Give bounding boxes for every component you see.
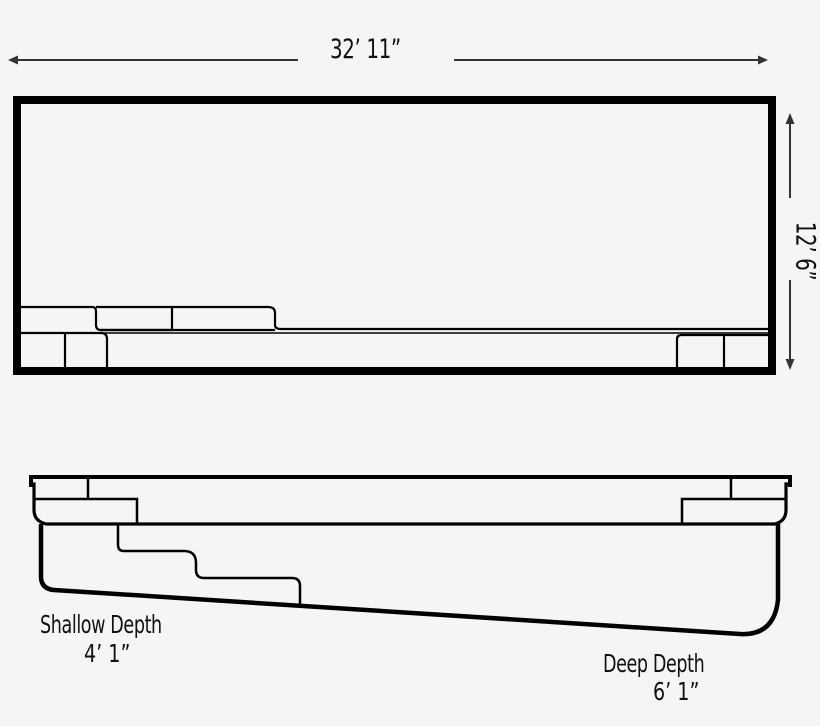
- plan-outline: [13, 96, 776, 375]
- plan-upper-step: [21, 305, 768, 332]
- pool-width-label: 32’ 11”: [330, 34, 401, 65]
- section-coping: [29, 475, 792, 487]
- deep-depth-value: 6’ 1”: [653, 677, 700, 706]
- section-pool-body: [38, 524, 781, 637]
- pool-length-label: 12’ 6”: [789, 221, 820, 281]
- plan-deep-bench: [675, 333, 768, 367]
- deep-depth-title: Deep Depth: [603, 649, 705, 678]
- plan-lower-left-step: [21, 331, 109, 367]
- plan-view: [13, 96, 776, 375]
- shallow-depth-value: 4’ 1”: [84, 639, 131, 668]
- length-dimension-arrow: [785, 113, 795, 370]
- shallow-depth-title: Shallow Depth: [40, 610, 162, 639]
- section-view: [29, 475, 792, 637]
- section-entry-steps: [116, 525, 302, 604]
- width-dimension-arrow: [8, 55, 768, 65]
